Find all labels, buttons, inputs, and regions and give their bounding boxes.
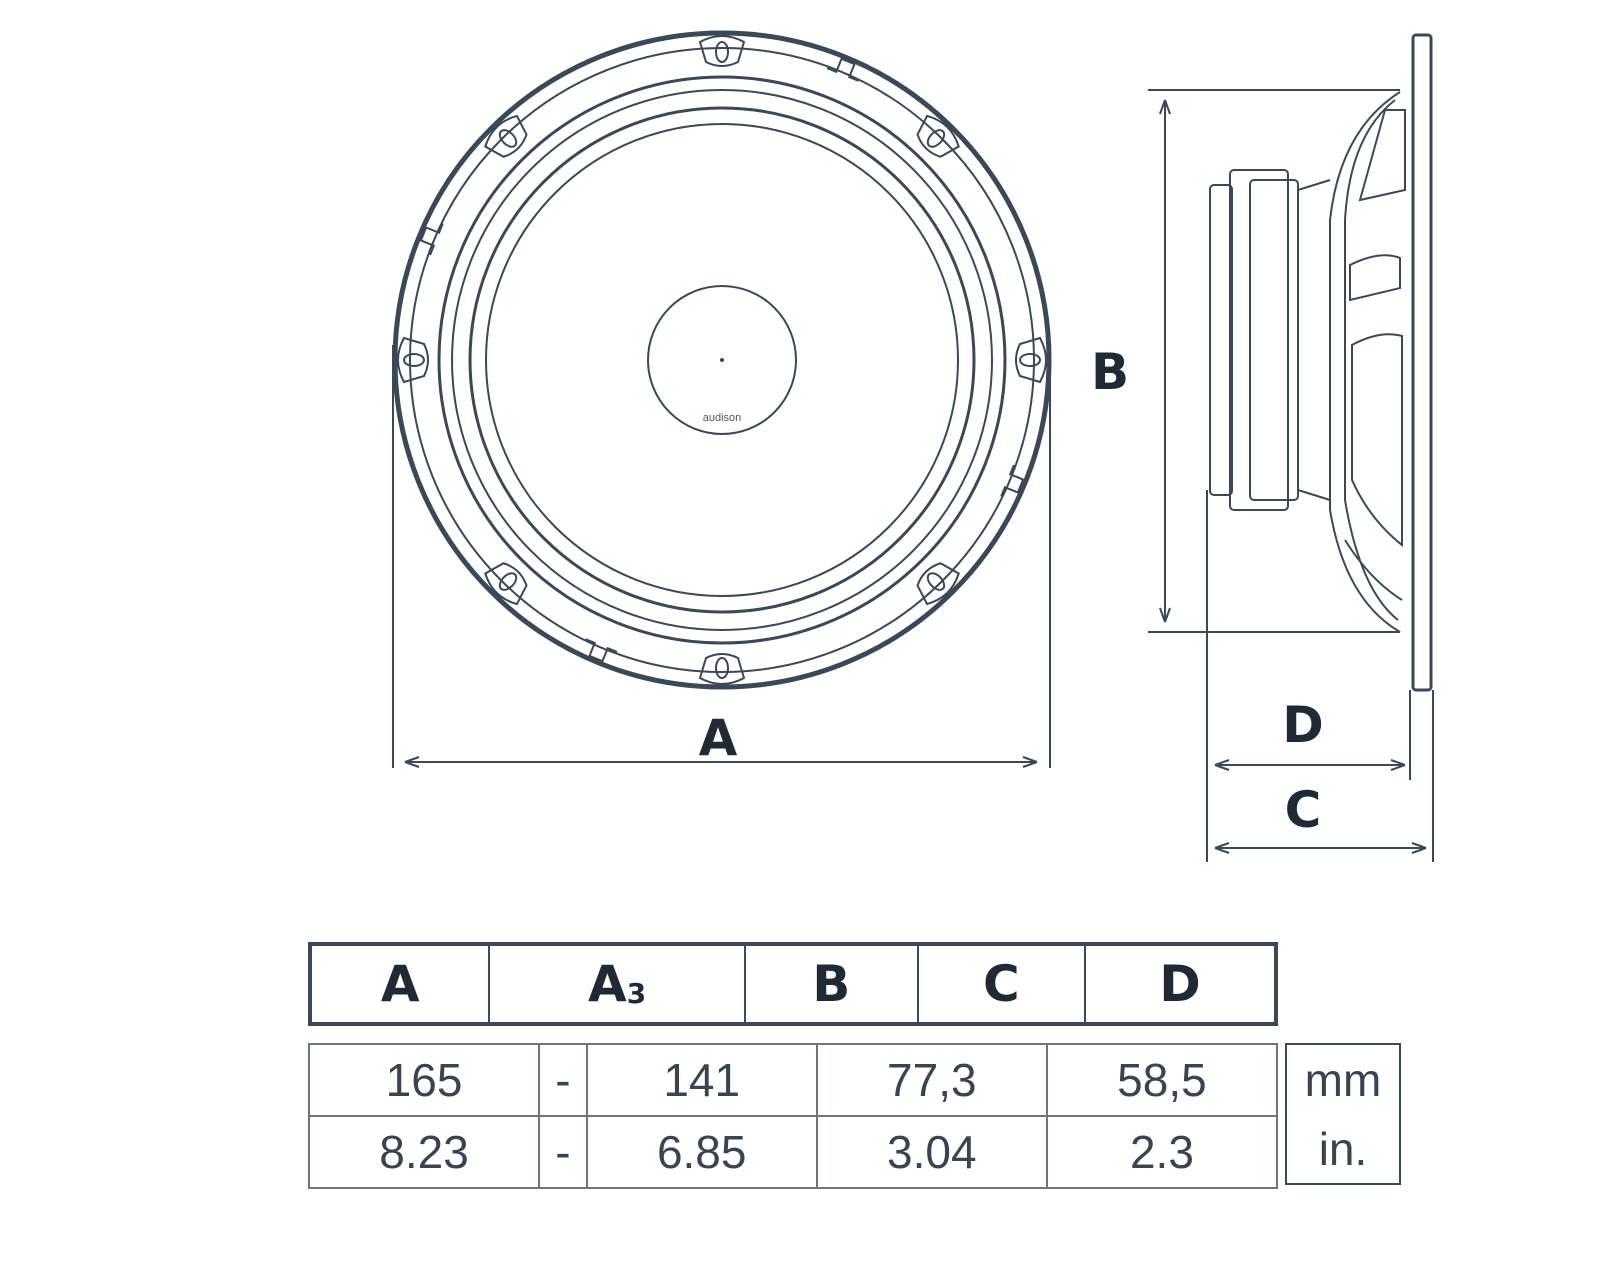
unit-mm: mm [1304, 1053, 1382, 1106]
cell: - [538, 1115, 588, 1189]
header-a3: A3 [488, 944, 745, 1024]
dust-cap [647, 285, 797, 435]
table-row-mm: 165 - 141 77,3 58,5 [307, 1043, 1279, 1117]
cell: 6.85 [585, 1115, 818, 1189]
header-c: C [916, 944, 1085, 1024]
bayonet-notches [419, 57, 1025, 663]
cell: 165 [307, 1043, 541, 1117]
header-d: D [1083, 944, 1276, 1024]
table-row-in: 8.23 - 6.85 3.04 2.3 [307, 1115, 1279, 1189]
header-a: A [380, 955, 420, 1013]
label-b: B [1090, 343, 1130, 401]
cell: 3.04 [815, 1115, 1048, 1189]
header-a3-letter: A [588, 955, 627, 1013]
cell: 58,5 [1045, 1043, 1279, 1117]
speaker-side-view [1209, 33, 1433, 692]
label-d: D [1282, 696, 1324, 754]
cell: 8.23 [307, 1115, 541, 1189]
dimension-c-d [1206, 490, 1434, 862]
header-b: B [743, 944, 918, 1024]
mounting-holes [397, 35, 1047, 685]
dimension-b [1148, 89, 1400, 633]
dimension-table-header: A A3 B C D [308, 942, 1278, 1026]
cell: - [538, 1043, 588, 1117]
audison-logo: audison [703, 412, 742, 424]
label-a: A [698, 709, 738, 767]
label-c: C [1284, 781, 1322, 839]
header-a3-subscript: 3 [626, 977, 647, 1010]
cell: 77,3 [815, 1043, 1048, 1117]
unit-in: in. [1318, 1122, 1368, 1175]
dimension-a [392, 345, 1051, 768]
cell: 2.3 [1045, 1115, 1279, 1189]
unit-column: mm in. [1285, 1043, 1401, 1185]
cell: 141 [585, 1043, 818, 1117]
speaker-front-view [392, 30, 1052, 690]
dimension-table-values: 165 - 141 77,3 58,5 8.23 - 6.85 3.04 2.3 [307, 1043, 1279, 1189]
